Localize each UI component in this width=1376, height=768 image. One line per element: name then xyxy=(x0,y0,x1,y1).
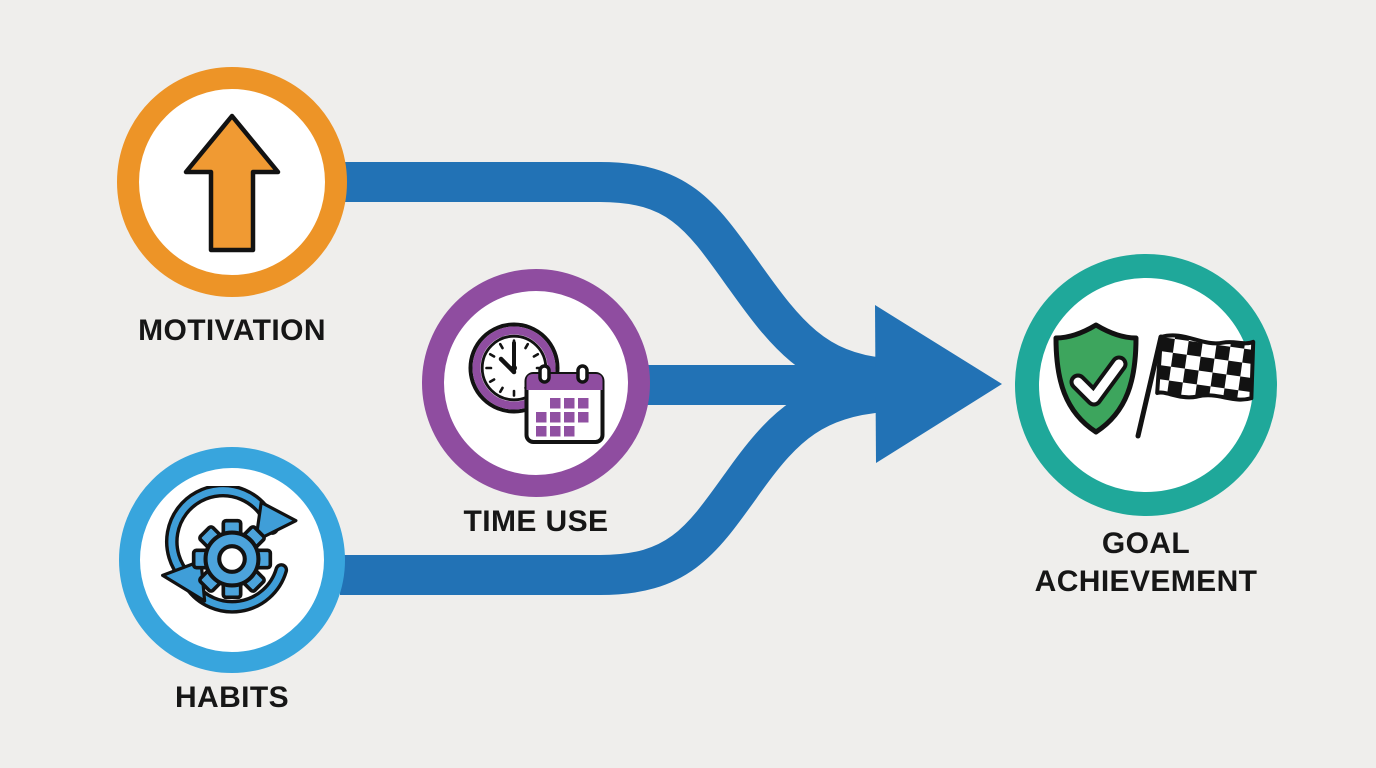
flow-path-motivation xyxy=(340,162,887,398)
gear-cycle-icon xyxy=(161,486,298,614)
cycle-arrows-icon xyxy=(161,486,298,614)
label-habits: HABITS xyxy=(174,681,290,714)
gear-icon xyxy=(191,518,273,600)
shield-check-icon xyxy=(1053,322,1139,435)
clock-calendar-icon xyxy=(468,322,605,444)
checkered-flag-icon xyxy=(1135,333,1256,439)
label-goal-achievement: GOAL ACHIEVEMENT xyxy=(1034,527,1258,598)
node-habits xyxy=(119,447,345,673)
merge-arrowhead-icon xyxy=(875,305,1002,463)
up-arrow-icon xyxy=(183,113,281,253)
calendar-day-squares xyxy=(536,398,589,437)
label-motivation: MOTIVATION xyxy=(138,314,326,347)
calendar-icon xyxy=(524,364,605,444)
shield-check-flag-icon xyxy=(1053,322,1256,439)
label-time-use: TIME USE xyxy=(463,505,609,538)
